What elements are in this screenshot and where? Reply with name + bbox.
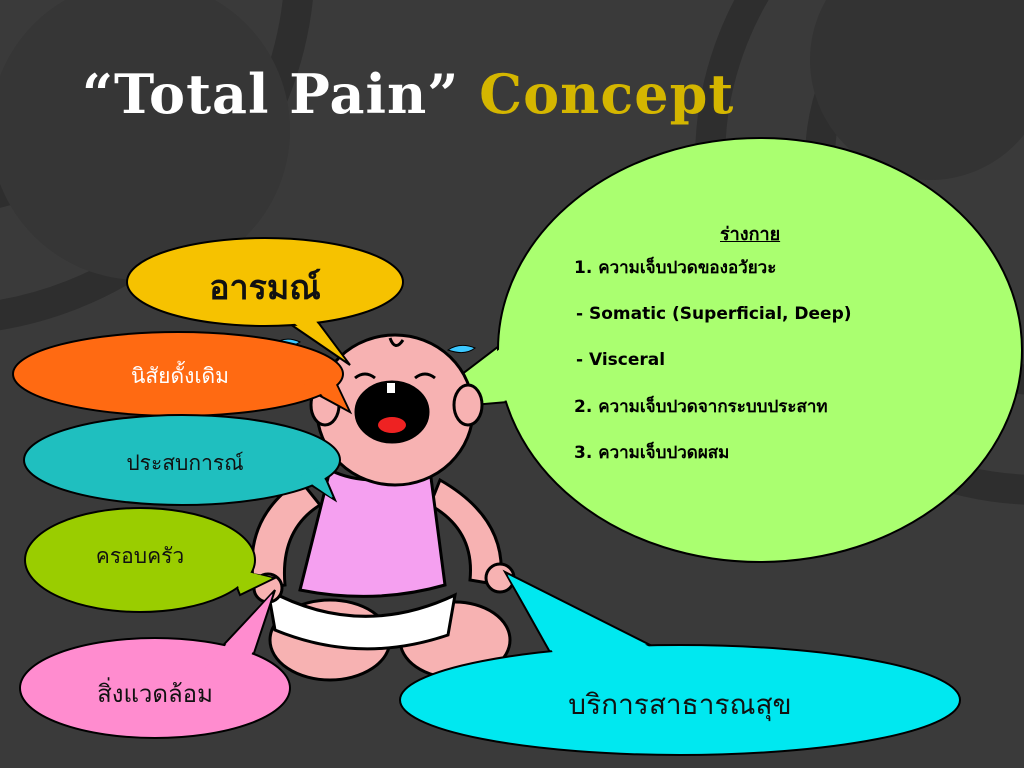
environment-label: สิ่งแวดล้อม [97,680,213,708]
habit-label: นิสัยดั้งเดิม [130,364,230,388]
environment-bubble [19,589,291,739]
experience-bubble [23,414,341,506]
title-quoted: “Total Pain” [82,62,460,126]
experience-label: ประสบการณ์ [126,451,244,475]
physical-item: 3. ความเจ็บปวดผสม [574,443,730,464]
physical-pain-panel: ร่างกาย 1. ความเจ็บปวดของอวัยวะ - Somati… [560,224,980,490]
family-label: ครอบครัว [95,544,185,568]
physical-subitem: - Visceral [576,350,666,371]
physical-item: 1. ความเจ็บปวดของอวัยวะ [574,257,777,278]
habit-bubble [12,331,353,417]
physical-item: 2. ความเจ็บปวดจากระบบประสาท [574,396,828,417]
emotion-label: อารมณ์ [209,268,321,308]
public-service-bubble [399,569,961,756]
family-bubble [24,507,279,613]
public-service-label: บริการสาธารณสุข [568,688,792,721]
title-concept: Concept [479,62,735,126]
emotion-bubble [126,237,404,366]
crying-baby-illustration [250,333,516,682]
physical-heading: ร่างกาย [720,224,781,245]
slide-title: “Total Pain” Concept [82,62,734,126]
physical-subitem: - Somatic (Superficial, Deep) [576,303,852,324]
